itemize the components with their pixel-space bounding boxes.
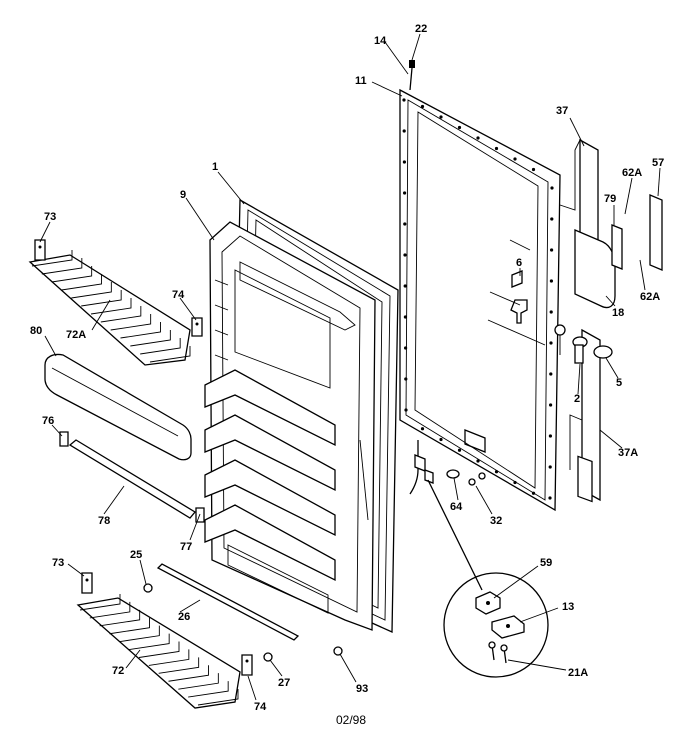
label-27: 27 — [278, 677, 290, 689]
label-21a: 21A — [568, 667, 588, 679]
label-5: 5 — [616, 377, 622, 389]
label-14: 14 — [374, 35, 387, 47]
shelf-clip-73-top — [34, 239, 46, 261]
wire-harness — [409, 440, 434, 495]
label-72a: 72A — [66, 329, 86, 341]
bottom-bracket — [464, 429, 486, 453]
label-77: 77 — [180, 541, 192, 553]
label-93: 93 — [356, 683, 368, 695]
screw-27 — [263, 652, 273, 662]
label-76: 76 — [42, 415, 54, 427]
inner-door-liner — [204, 221, 376, 631]
label-13: 13 — [562, 601, 574, 613]
label-9: 9 — [180, 189, 186, 201]
label-73-top: 73 — [44, 211, 56, 223]
leader-lines — [39, 33, 661, 701]
door-bin — [44, 353, 192, 461]
label-26: 26 — [178, 611, 190, 623]
label-11: 11 — [355, 75, 367, 87]
shelf-clip-74-top — [191, 317, 203, 337]
part-labels: 22 14 11 37 62A 57 79 62A 18 6 5 2 37A 1… — [30, 23, 664, 727]
screw-93 — [333, 646, 343, 656]
label-64: 64 — [450, 501, 463, 513]
label-80: 80 — [30, 325, 42, 337]
label-1: 1 — [212, 161, 218, 173]
wire-shelf-top — [28, 250, 191, 366]
label-73-bottom: 73 — [52, 557, 64, 569]
label-25: 25 — [130, 549, 142, 561]
trim-strip-37a — [569, 328, 601, 502]
screws-32 — [468, 472, 486, 486]
label-78: 78 — [98, 515, 110, 527]
label-37: 37 — [556, 105, 568, 117]
label-62a-bottom: 62A — [640, 291, 660, 303]
washer-64 — [446, 469, 460, 479]
footer-date: 02/98 — [336, 713, 366, 727]
label-32: 32 — [490, 515, 502, 527]
label-6: 6 — [516, 257, 522, 269]
door-handle — [574, 194, 663, 503]
shelf-clip-74-bottom — [241, 654, 253, 676]
outer-door-panel — [399, 88, 561, 512]
label-18: 18 — [612, 307, 624, 319]
hinge-bracket-6 — [487, 239, 546, 346]
label-74-top: 74 — [172, 289, 185, 301]
label-59: 59 — [540, 557, 552, 569]
label-37a: 37A — [618, 447, 638, 459]
shelf-clip-73-bottom — [81, 572, 93, 594]
screw-22 — [409, 60, 415, 91]
label-57: 57 — [652, 157, 664, 169]
label-2: 2 — [574, 393, 580, 405]
detail-circle — [427, 479, 549, 678]
wire-shelf-bottom — [76, 594, 241, 709]
label-74-bottom: 74 — [254, 701, 267, 713]
label-62a-top: 62A — [622, 167, 642, 179]
label-72: 72 — [112, 665, 124, 677]
bottom-rod — [156, 563, 300, 641]
handle-screws — [554, 324, 613, 364]
label-79: 79 — [604, 193, 616, 205]
screw-25 — [143, 583, 153, 593]
label-22: 22 — [415, 23, 427, 35]
